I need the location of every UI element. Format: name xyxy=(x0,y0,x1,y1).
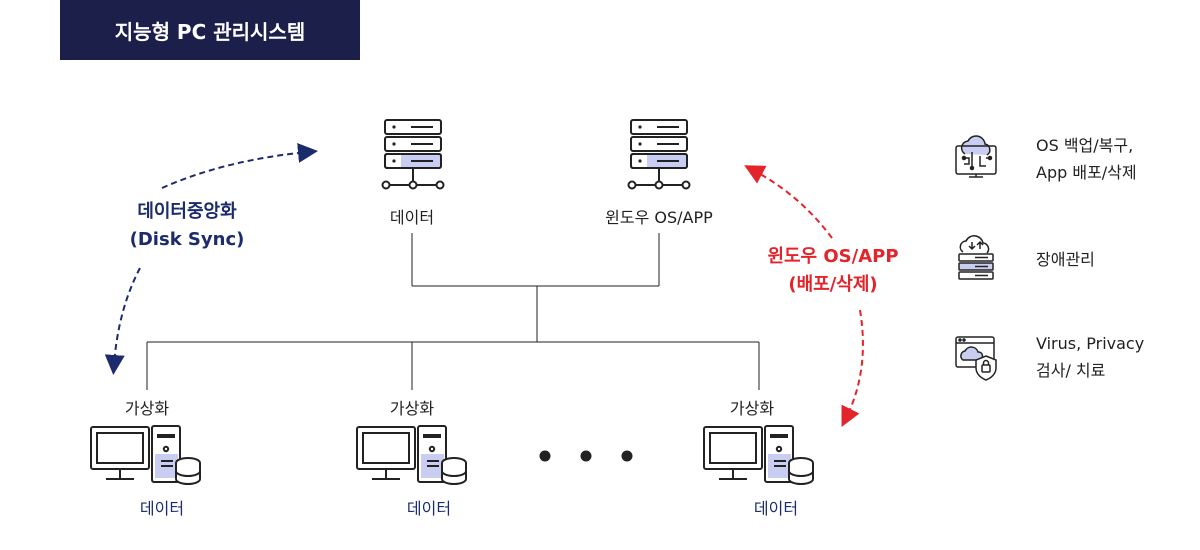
page-title: 지능형 PC 관리시스템 xyxy=(60,0,360,60)
legend-backup-text: OS 백업/복구, App 배포/삭제 xyxy=(1036,132,1137,186)
server-icon xyxy=(627,119,691,190)
client-1-computer xyxy=(88,424,204,492)
server-os-app-label: 윈도우 OS/APP xyxy=(605,208,713,227)
legend-item-backup xyxy=(952,135,1000,186)
legend-item-virus xyxy=(953,334,1001,386)
cloud-server-icon xyxy=(958,235,994,280)
sync-annotation: 데이터중앙화 (Disk Sync) xyxy=(112,198,262,254)
server-icon xyxy=(381,119,445,190)
computer-icon xyxy=(703,425,814,485)
client-2-computer xyxy=(354,424,470,492)
server-os-app xyxy=(627,118,693,196)
network-tree xyxy=(146,233,760,390)
sync-annotation-line2: (Disk Sync) xyxy=(129,229,245,250)
deploy-annotation-line2: (배포/삭제) xyxy=(788,274,878,295)
legend-virus-line1: Virus, Privacy xyxy=(1036,334,1145,353)
deploy-annotation-line1: 윈도우 OS/APP xyxy=(767,246,899,267)
legend-virus-text: Virus, Privacy 검사/ 치료 xyxy=(1036,330,1144,384)
legend-backup-line2: App 배포/삭제 xyxy=(1036,163,1137,182)
legend-item-fault xyxy=(953,235,999,286)
client-1-bottom-label: 데이터 xyxy=(139,499,185,518)
client-3-computer xyxy=(701,424,817,492)
client-1-top-label: 가상화 xyxy=(124,399,170,418)
client-3-top-label: 가상화 xyxy=(729,399,775,418)
deploy-annotation: 윈도우 OS/APP (배포/삭제) xyxy=(758,243,908,299)
more-clients-ellipsis xyxy=(539,450,633,462)
sync-arrow-down xyxy=(104,267,141,375)
legend-backup-line1: OS 백업/복구, xyxy=(1036,136,1134,155)
computer-icon xyxy=(356,425,467,485)
client-2-bottom-label: 데이터 xyxy=(406,499,452,518)
client-2-top-label: 가상화 xyxy=(389,399,435,418)
deploy-arrow-up xyxy=(744,165,833,239)
server-data xyxy=(381,118,447,196)
computer-icon xyxy=(90,425,201,485)
client-3-bottom-label: 데이터 xyxy=(753,499,799,518)
sync-arrow-up xyxy=(161,143,318,189)
cloud-monitor-icon xyxy=(955,135,997,178)
server-data-label: 데이터 xyxy=(389,208,435,227)
security-shield-icon xyxy=(955,336,997,381)
legend-fault-text: 장애관리 xyxy=(1036,246,1095,273)
deploy-arrow-down xyxy=(841,309,864,427)
sync-annotation-line1: 데이터중앙화 xyxy=(137,201,237,222)
legend-virus-line2: 검사/ 치료 xyxy=(1036,361,1106,380)
legend-fault-line1: 장애관리 xyxy=(1036,250,1095,269)
